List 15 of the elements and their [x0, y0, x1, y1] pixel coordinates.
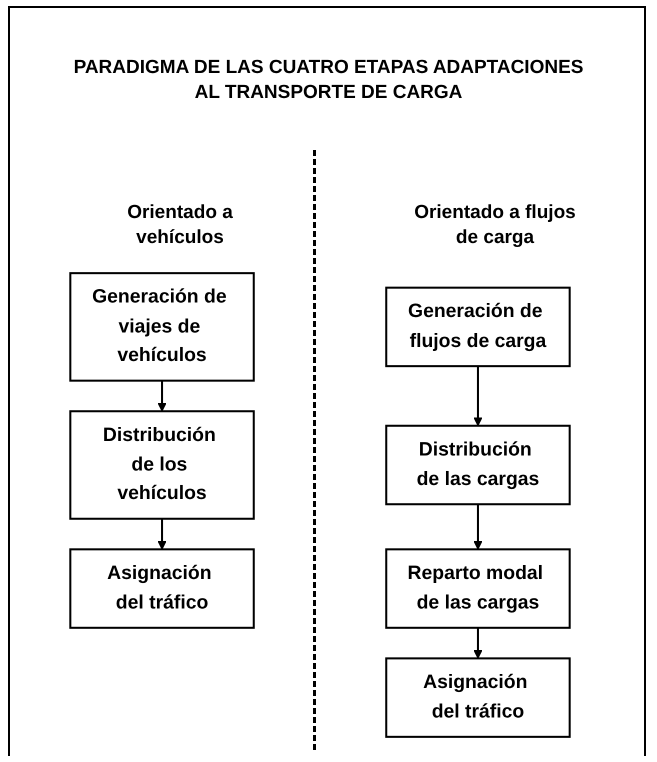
- arrow: [473, 628, 482, 659]
- node-box: Distribución de las cargas: [385, 424, 571, 506]
- diagram-title: PARADIGMA DE LAS CUATRO ETAPAS ADAPTACIONES AL TRANSPORTE DE CARGA: [72, 56, 584, 105]
- arrow: [158, 518, 167, 550]
- column-heading: Orientado a vehículos: [126, 201, 234, 250]
- node-box: Reparto modal de las cargas: [385, 548, 571, 629]
- node-box: Generación de flujos de carga: [385, 286, 571, 368]
- node-box: Asignación del tráfico: [385, 657, 571, 738]
- node-box: Generación de viajes de vehículos: [69, 272, 255, 382]
- node-box: Asignación del tráfico: [69, 548, 255, 629]
- arrow: [473, 366, 482, 426]
- node-box: Distribución de los vehículos: [69, 410, 255, 520]
- arrow: [473, 504, 482, 550]
- arrow: [158, 380, 167, 412]
- column-heading: Orientado a flujos de carga: [413, 201, 577, 250]
